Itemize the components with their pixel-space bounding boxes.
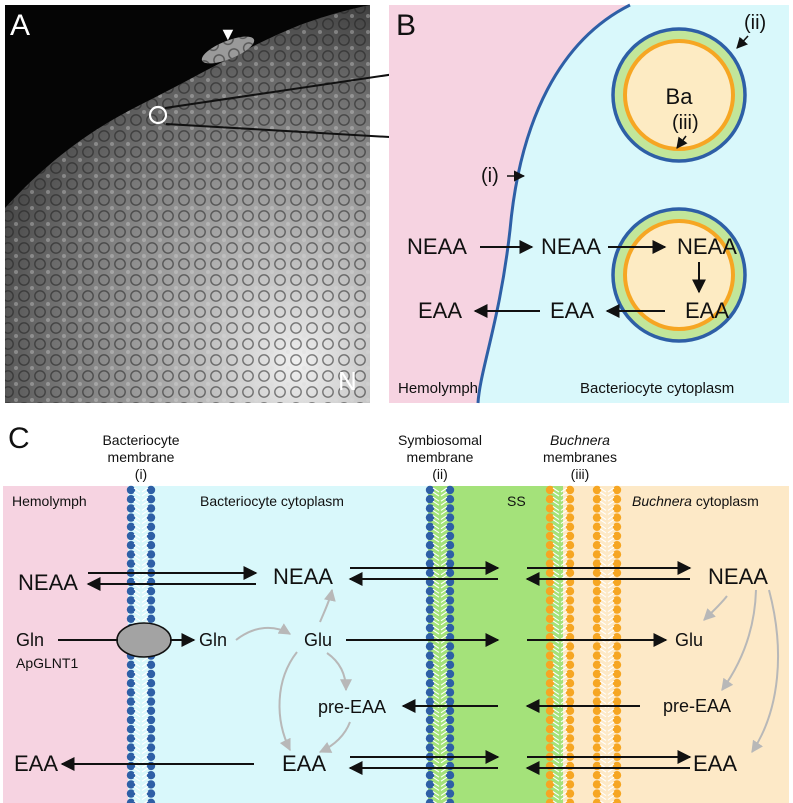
panel-a-letter: A [10,9,30,42]
c-neaa-buchnera: NEAA [708,564,768,589]
svg-text:membrane: membrane [407,449,474,465]
c-label-hemolymph: Hemolymph [12,493,87,509]
organelle-zoom [611,27,747,163]
c-label-buchnera: Buchnera cytoplasm [632,493,759,509]
membrane-label-iii: (iii) [672,112,699,134]
c-eaa-buchnera: EAA [693,751,737,776]
membrane-symbiosomal [425,485,455,803]
c-glu-cytoplasm: Glu [304,630,332,650]
panel-b-bacteriocyte-membrane [476,3,631,404]
panel-b: Ba (ii) (iii) (i) NEAA NEAA NEAA EAA EAA… [389,3,789,404]
membrane-label-i: (i) [481,165,499,187]
svg-text:membrane: membrane [108,449,175,465]
svg-text:(iii): (iii) [571,466,590,482]
metabolic-arrows [235,588,780,753]
zoom-circle [148,105,168,125]
organelle-label: Ba [666,84,694,109]
panel-a-micrograph [5,5,370,403]
transporter-apglnt1 [116,622,172,658]
c-label-cytoplasm: Bacteriocyte cytoplasm [200,493,344,509]
b-eaa-buchnera: EAA [685,298,729,323]
svg-text:(i): (i) [135,466,147,482]
header-symbiosomal-membrane: Symbiosomal membrane (ii) [398,432,482,482]
organelle-lower [611,207,747,343]
c-eaa-hemolymph: EAA [14,751,58,776]
transport-arrows [58,561,692,775]
svg-text:membranes: membranes [543,449,617,465]
c-neaa-cytoplasm: NEAA [273,564,333,589]
panel-b-letter: B [396,9,416,42]
arrowhead-marker-icon: ▼ [219,24,237,44]
svg-text:Buchnera: Buchnera [550,432,610,448]
membrane-buchnera-inner [592,485,622,803]
membrane-label-ii: (ii) [744,12,766,34]
membrane-buchnera-outer [545,485,575,803]
c-pre-eaa-cytoplasm: pre-EAA [318,697,386,717]
panel-c-letter: C [8,422,30,455]
b-region-hemolymph: Hemolymph [398,380,478,397]
header-bacteriocyte-membrane: Bacteriocyte membrane (i) [102,432,179,482]
c-eaa-cytoplasm: EAA [282,751,326,776]
c-glu-buchnera: Glu [675,630,703,650]
b-neaa-buchnera: NEAA [677,234,737,259]
c-neaa-hemolymph: NEAA [18,570,78,595]
c-gln-cytoplasm: Gln [199,630,227,650]
c-cytoplasm-region [128,486,428,803]
svg-text:(ii): (ii) [432,466,448,482]
c-transporter-label: ApGLNT1 [16,655,78,671]
b-region-cytoplasm: Bacteriocyte cytoplasm [580,380,734,397]
b-neaa-cytoplasm: NEAA [541,234,601,259]
svg-text:Symbiosomal: Symbiosomal [398,432,482,448]
c-hemolymph-region [3,486,128,803]
c-gln-hemolymph: Gln [16,630,44,650]
c-label-ss: SS [507,493,526,509]
svg-text:Bacteriocyte: Bacteriocyte [102,432,179,448]
b-neaa-hemolymph: NEAA [407,234,467,259]
c-pre-eaa-buchnera: pre-EAA [663,696,731,716]
b-eaa-hemolymph: EAA [418,298,462,323]
b-eaa-cytoplasm: EAA [550,298,594,323]
header-buchnera-membranes: Buchnera membranes (iii) [543,432,617,482]
panel-a-corner-label: N [338,366,357,396]
